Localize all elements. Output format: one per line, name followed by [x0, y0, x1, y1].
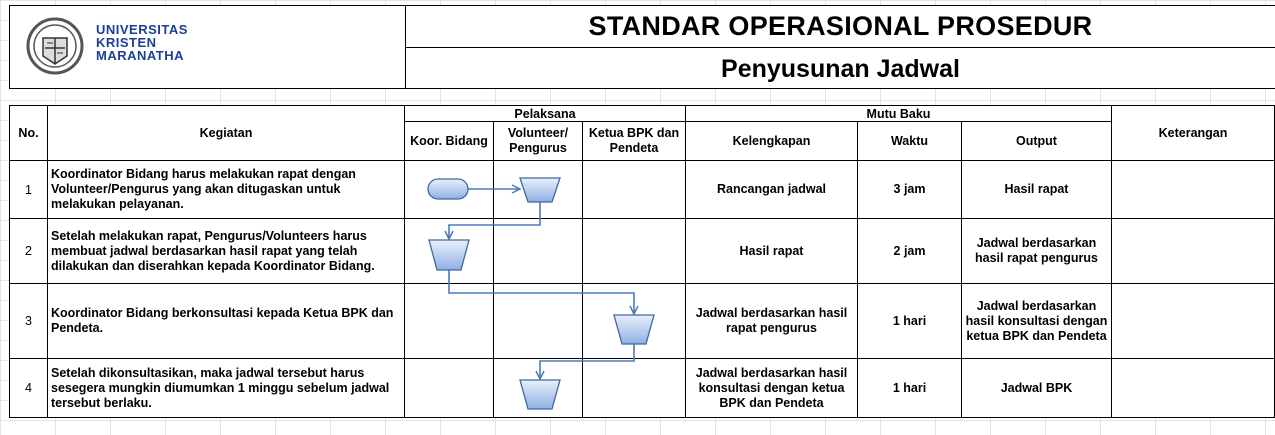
table-row: 2 Setelah melakukan rapat, Pengurus/Volu…	[9, 218, 1275, 284]
keterangan-cell	[1111, 283, 1275, 359]
volunteer-cell	[493, 160, 583, 219]
kegiatan-cell: Koordinator Bidang harus melakukan rapat…	[47, 160, 405, 219]
group-header-mutu-baku: Mutu Baku	[685, 105, 1112, 122]
university-logo-icon	[26, 17, 84, 75]
koor-bidang-cell	[404, 218, 494, 284]
logo-cell: UNIVERSITAS KRISTEN MARANATHA	[10, 6, 406, 88]
waktu-cell: 1 hari	[857, 283, 962, 359]
column-header-ketua-bpk: Ketua BPK dan Pendeta	[582, 121, 686, 161]
table-row: 1 Koordinator Bidang harus melakukan rap…	[9, 160, 1275, 219]
output-cell: Jadwal berdasarkan hasil rapat pengurus	[961, 218, 1112, 284]
kelengkapan-cell: Jadwal berdasarkan hasil konsultasi deng…	[685, 358, 858, 418]
group-header-pelaksana: Pelaksana	[404, 105, 686, 122]
kegiatan-cell: Setelah melakukan rapat, Pengurus/Volunt…	[47, 218, 405, 284]
waktu-cell: 1 hari	[857, 358, 962, 418]
koor-bidang-cell	[404, 358, 494, 418]
ketua-bpk-cell	[582, 218, 686, 284]
row-number: 1	[9, 160, 48, 219]
document-header: UNIVERSITAS KRISTEN MARANATHA STANDAR OP…	[9, 5, 1275, 89]
column-header-volunteer: Volunteer/ Pengurus	[493, 121, 583, 161]
document-title: STANDAR OPERASIONAL PROSEDUR	[406, 6, 1275, 48]
column-header-waktu: Waktu	[857, 121, 962, 161]
document-subtitle: Penyusunan Jadwal	[721, 55, 960, 83]
university-name-line3: MARANATHA	[96, 48, 185, 63]
keterangan-cell	[1111, 358, 1275, 418]
column-header-kelengkapan: Kelengkapan	[685, 121, 858, 161]
table-row: 4 Setelah dikonsultasikan, maka jadwal t…	[9, 358, 1275, 418]
row-number: 3	[9, 283, 48, 359]
kegiatan-cell: Setelah dikonsultasikan, maka jadwal ter…	[47, 358, 405, 418]
volunteer-cell	[493, 358, 583, 418]
column-header-kegiatan: Kegiatan	[47, 105, 405, 161]
kelengkapan-cell: Rancangan jadwal	[685, 160, 858, 219]
column-header-output: Output	[961, 121, 1112, 161]
row-number: 2	[9, 218, 48, 284]
column-header-no: No.	[9, 105, 48, 161]
university-name-line1: UNIVERSITAS	[96, 22, 188, 37]
waktu-cell: 3 jam	[857, 160, 962, 219]
ketua-bpk-cell	[582, 283, 686, 359]
university-name: UNIVERSITAS KRISTEN MARANATHA	[96, 23, 188, 62]
koor-bidang-cell	[404, 160, 494, 219]
koor-bidang-cell	[404, 283, 494, 359]
volunteer-cell	[493, 283, 583, 359]
column-header-keterangan: Keterangan	[1111, 105, 1275, 161]
output-cell: Jadwal berdasarkan hasil konsultasi deng…	[961, 283, 1112, 359]
kegiatan-cell: Koordinator Bidang berkonsultasi kepada …	[47, 283, 405, 359]
column-header-koor-bidang: Koor. Bidang	[404, 121, 494, 161]
volunteer-cell	[493, 218, 583, 284]
sop-table: No. Kegiatan Pelaksana Mutu Baku Keteran…	[9, 105, 1275, 418]
output-cell: Jadwal BPK	[961, 358, 1112, 418]
ketua-bpk-cell	[582, 160, 686, 219]
output-cell: Hasil rapat	[961, 160, 1112, 219]
kelengkapan-cell: Hasil rapat	[685, 218, 858, 284]
keterangan-cell	[1111, 160, 1275, 219]
keterangan-cell	[1111, 218, 1275, 284]
kelengkapan-cell: Jadwal berdasarkan hasil rapat pengurus	[685, 283, 858, 359]
waktu-cell: 2 jam	[857, 218, 962, 284]
ketua-bpk-cell	[582, 358, 686, 418]
university-name-line2: KRISTEN	[96, 35, 157, 50]
row-number: 4	[9, 358, 48, 418]
table-row: 3 Koordinator Bidang berkonsultasi kepad…	[9, 283, 1275, 359]
